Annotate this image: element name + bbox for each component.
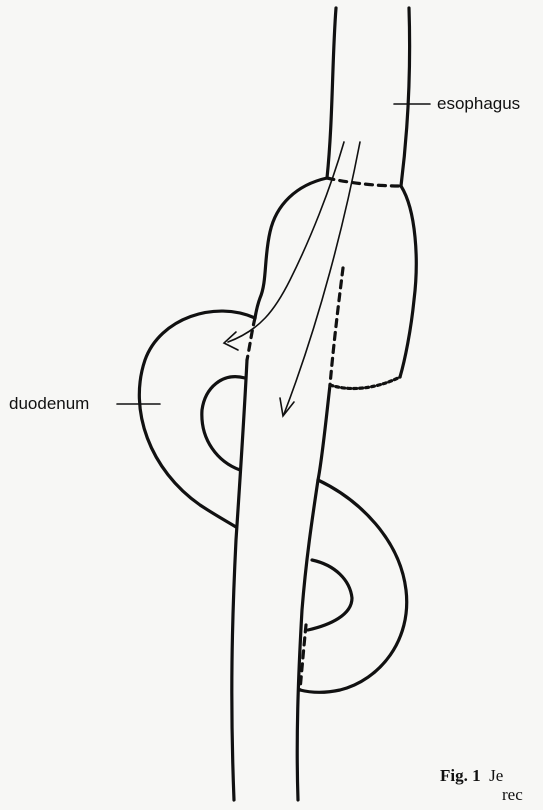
duodenum-inner bbox=[202, 377, 245, 470]
pouch-left-wall bbox=[255, 178, 327, 318]
figure-caption: Fig. 1 Je bbox=[440, 766, 503, 785]
pouch-bottom-staples bbox=[330, 377, 400, 388]
figure-number: Fig. 1 bbox=[440, 766, 481, 785]
limb-left-wall bbox=[232, 360, 247, 800]
limb-right-wall bbox=[297, 385, 330, 800]
duodenum-anastomosis bbox=[247, 318, 255, 360]
lower-loop-outer bbox=[300, 480, 407, 692]
caption-line-1: Je bbox=[489, 766, 503, 785]
caption-line-2: rec bbox=[502, 785, 523, 804]
flow-arrow-down bbox=[284, 142, 360, 414]
esophagus-label: esophagus bbox=[437, 94, 520, 114]
lower-loop-inner bbox=[308, 560, 352, 630]
pouch-top-anastomosis bbox=[327, 178, 401, 186]
pouch-right-wall bbox=[400, 186, 416, 377]
esophagus-left-wall bbox=[327, 8, 336, 178]
duodenum-label: duodenum bbox=[9, 394, 89, 414]
pouch-staple-line bbox=[330, 268, 343, 385]
esophagus-right-wall bbox=[401, 8, 410, 186]
